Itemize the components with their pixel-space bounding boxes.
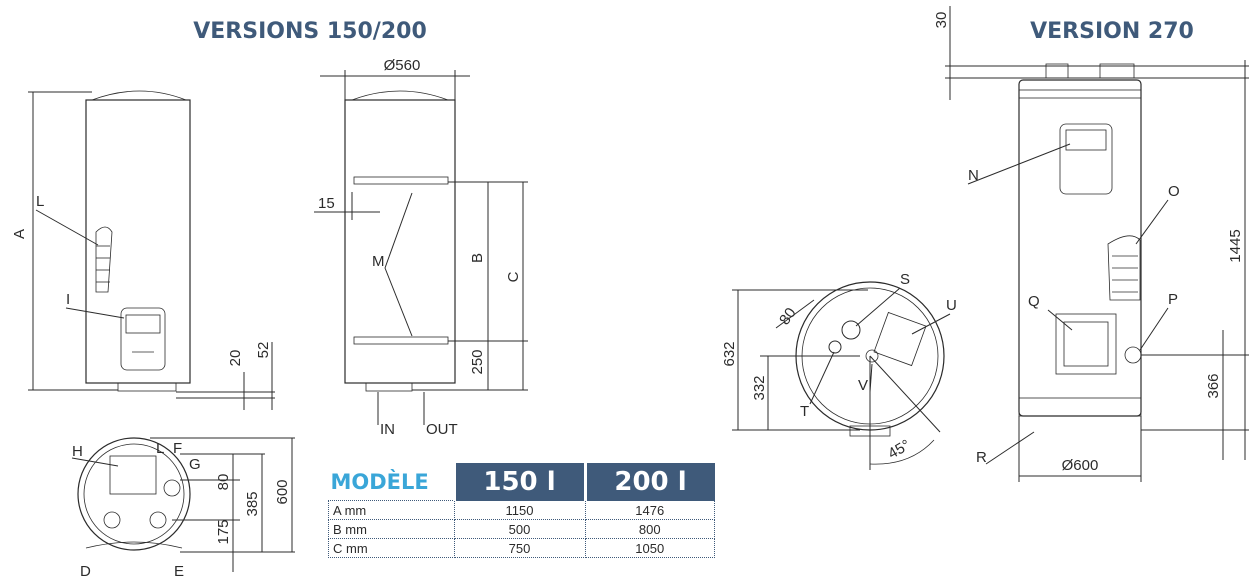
table-row: B mm 500 800 <box>328 519 715 539</box>
cell-150l: 750 <box>453 538 586 558</box>
dim-20: 20 <box>227 350 244 367</box>
label-G: G <box>189 456 201 473</box>
label-A: A <box>11 229 28 239</box>
label-L: L <box>36 193 44 210</box>
label-F: F <box>173 440 182 457</box>
label-D: D <box>80 563 91 576</box>
label-P: P <box>1168 291 1178 308</box>
table-header-row: MODÈLE 150 l 200 l <box>328 463 715 501</box>
dim-45: 45° <box>885 437 913 463</box>
cell-150l: 500 <box>453 519 586 539</box>
table-row: C mm 750 1050 <box>328 538 715 558</box>
dim-80-front: 80 <box>215 474 232 491</box>
row-label: A mm <box>328 500 455 520</box>
row-label: C mm <box>328 538 455 558</box>
row-label: B mm <box>328 519 455 539</box>
title-version-270: VERSION 270 <box>1030 19 1194 44</box>
cell-200l: 1476 <box>584 500 715 520</box>
dim-15: 15 <box>318 195 335 212</box>
dim-250: 250 <box>469 349 486 374</box>
dim-diameter-600: Ø600 <box>1062 457 1099 474</box>
tank-top-view: 632 332 80 S U V T 45° <box>721 271 957 470</box>
label-H: H <box>72 443 83 460</box>
model-spec-table: MODÈLE 150 l 200 l A mm 1150 1476 B mm 5… <box>328 463 715 558</box>
dim-diameter-560: Ø560 <box>384 57 421 74</box>
header-model: MODÈLE <box>328 463 454 501</box>
label-S: S <box>900 271 910 288</box>
dim-600: 600 <box>274 479 291 504</box>
label-I: I <box>66 291 70 308</box>
label-B: B <box>469 253 486 263</box>
table-row: A mm 1150 1476 <box>328 500 715 520</box>
tank-front-view: A L I 20 52 <box>11 90 275 410</box>
cell-150l: 1150 <box>453 500 586 520</box>
label-V: V <box>858 377 868 394</box>
label-U: U <box>946 297 957 314</box>
label-O: O <box>1168 183 1180 200</box>
tank-side-view: Ø560 15 M B C 250 IN OUT <box>314 57 528 438</box>
label-N: N <box>968 167 979 184</box>
label-out: OUT <box>426 421 458 438</box>
dim-52: 52 <box>255 342 272 359</box>
cell-200l: 800 <box>584 519 715 539</box>
title-versions-150-200: VERSIONS 150/200 <box>193 19 427 44</box>
label-L-front: L <box>156 440 164 457</box>
tank-front-circle-view: H L F G D E 80 175 385 600 <box>71 437 295 576</box>
label-in: IN <box>380 421 395 438</box>
label-M: M <box>372 253 385 270</box>
label-R: R <box>976 449 987 466</box>
cell-200l: 1050 <box>584 538 715 558</box>
dim-385: 385 <box>244 491 261 516</box>
dim-632: 632 <box>721 341 738 366</box>
dim-30: 30 <box>933 12 950 29</box>
dim-1445: 1445 <box>1227 229 1244 262</box>
header-150l: 150 l <box>452 463 585 501</box>
label-C: C <box>505 271 522 282</box>
dim-366: 366 <box>1205 373 1222 398</box>
dim-80-top: 80 <box>776 305 799 328</box>
dim-175: 175 <box>215 519 232 544</box>
tank-270-view: 30 366 1445 Ø600 N O Q P R <box>933 6 1249 482</box>
dim-332: 332 <box>751 375 768 400</box>
label-Q: Q <box>1028 293 1040 310</box>
label-E: E <box>174 563 184 576</box>
header-200l: 200 l <box>583 463 715 501</box>
label-T: T <box>800 403 809 420</box>
